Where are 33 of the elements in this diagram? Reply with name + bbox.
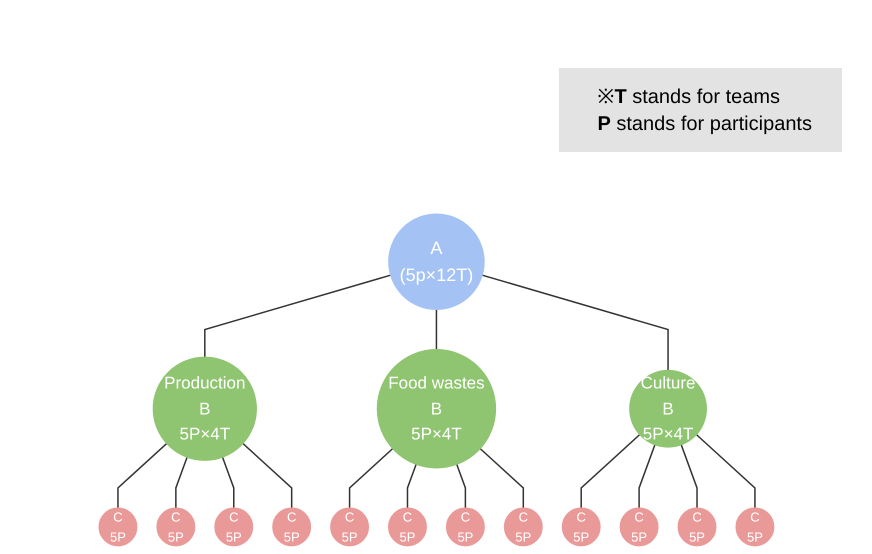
note-text: ※T stands for teams <box>597 85 782 109</box>
connector <box>680 444 698 508</box>
node-circle: Food wastes B 5P×4T <box>376 348 496 468</box>
connector <box>406 464 416 508</box>
node-circle: C 5P <box>156 507 195 546</box>
connector <box>221 456 234 508</box>
node-circle: C 5P <box>330 507 369 546</box>
connector <box>456 464 466 508</box>
node-circle: C 5P <box>214 507 253 546</box>
node-circle: Culture B 5P×4T <box>628 369 707 448</box>
connector <box>348 448 393 508</box>
node-circle: C 5P <box>388 507 426 546</box>
node-circle: Production B 5P×4T <box>152 356 257 460</box>
node-circle: C 5P <box>561 507 600 546</box>
node-circle: C 5P <box>735 507 774 546</box>
connector <box>116 442 167 508</box>
node-circle: C 5P <box>503 507 542 546</box>
connector <box>479 448 524 508</box>
node-circle: C 5P <box>677 507 716 546</box>
connector <box>204 274 390 357</box>
node-circle: A (5p×12T) <box>388 213 484 310</box>
connector <box>580 434 640 508</box>
note-text: P stands for participants <box>597 113 812 136</box>
connector <box>482 274 668 370</box>
node-circle: C 5P <box>272 507 311 546</box>
node-circle: C 5P <box>98 507 137 546</box>
node-circle: C 5P <box>446 507 484 546</box>
node-circle: C 5P <box>619 507 658 546</box>
connector <box>174 456 188 508</box>
connector <box>435 309 437 350</box>
connector <box>638 444 656 508</box>
connector <box>696 434 756 508</box>
connector <box>242 442 292 508</box>
